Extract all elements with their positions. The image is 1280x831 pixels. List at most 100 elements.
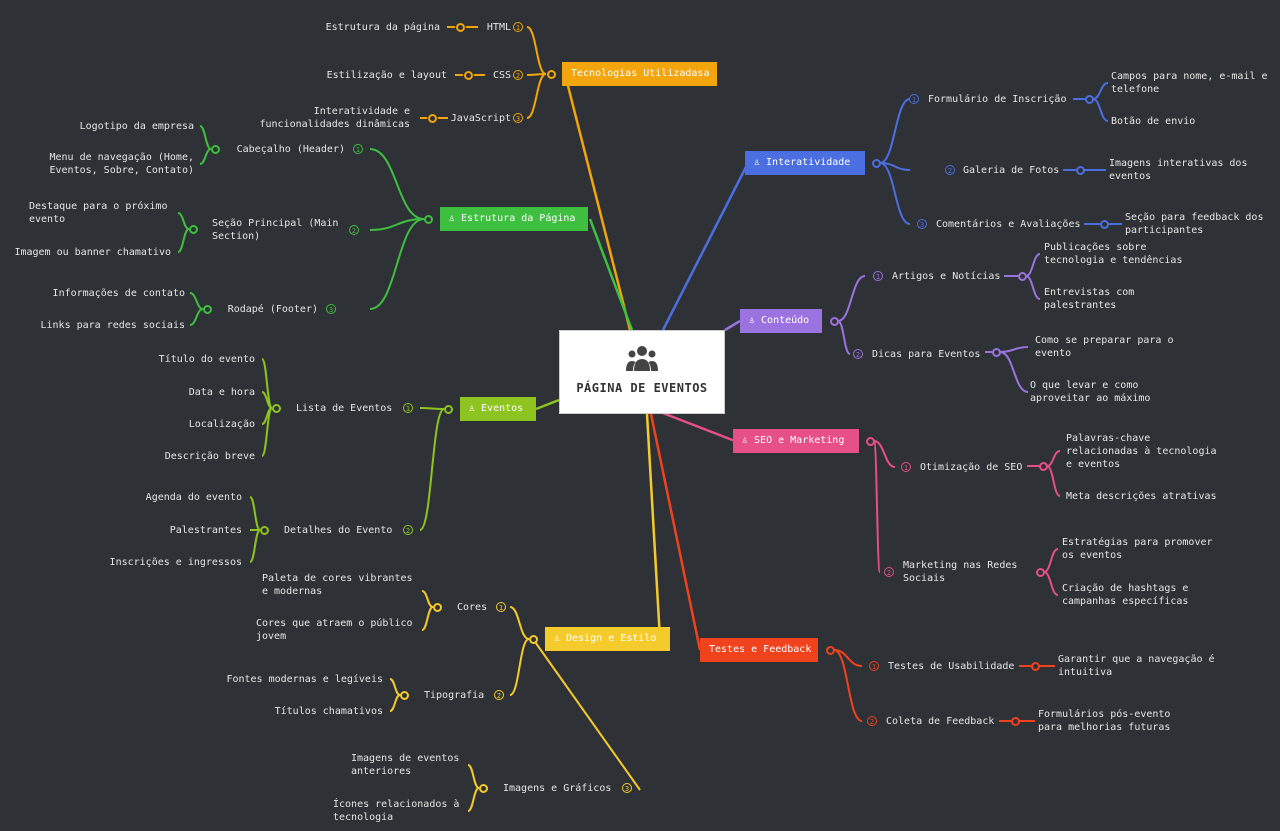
detail-item[interactable]: Palestrantes bbox=[169, 524, 242, 536]
collapse-toggle[interactable] bbox=[1099, 219, 1109, 229]
detail-item[interactable]: Imagens de eventos anteriores bbox=[351, 753, 460, 777]
collapse-toggle[interactable] bbox=[546, 69, 556, 79]
detail-item[interactable]: Logotipo da empresa bbox=[79, 120, 194, 132]
collapse-toggle[interactable] bbox=[423, 214, 433, 224]
collapse-toggle[interactable] bbox=[1038, 461, 1048, 471]
collapse-toggle[interactable] bbox=[432, 602, 442, 612]
collapse-toggle[interactable] bbox=[1084, 94, 1094, 104]
topic-item[interactable]: Cabeçalho (Header) bbox=[236, 143, 345, 155]
branch-seo[interactable]: ♙SEO e Marketing bbox=[733, 429, 859, 453]
branch-interatividade[interactable]: ♙Interatividade bbox=[745, 151, 865, 175]
collapse-toggle[interactable] bbox=[1030, 661, 1040, 671]
topic-item[interactable]: Coleta de Feedback bbox=[886, 715, 995, 727]
collapse-toggle[interactable] bbox=[1010, 716, 1020, 726]
order-badge: 3 bbox=[622, 783, 632, 793]
detail-item[interactable]: Informações de contato bbox=[52, 287, 185, 299]
collapse-toggle[interactable] bbox=[463, 70, 473, 80]
branch-eventos[interactable]: ♙Eventos bbox=[460, 397, 536, 421]
topic-item[interactable]: Formulário de Inscrição bbox=[928, 93, 1067, 105]
topic-item[interactable]: Tipografia bbox=[424, 689, 485, 701]
topic-item[interactable]: Seção Principal (Main Section) bbox=[212, 218, 339, 242]
detail-item[interactable]: Links para redes sociais bbox=[40, 319, 186, 331]
detail-item[interactable]: Publicações sobre tecnologia e tendência… bbox=[1044, 242, 1183, 266]
branch-conteudo[interactable]: ♙Conteúdo bbox=[740, 309, 822, 333]
collapse-toggle[interactable] bbox=[210, 144, 220, 154]
topic-item[interactable]: Comentários e Avaliações bbox=[936, 218, 1081, 230]
detail-item[interactable]: Garantir que a navegação é intuitiva bbox=[1058, 654, 1215, 678]
collapse-toggle[interactable] bbox=[443, 404, 453, 414]
detail-item[interactable]: Estrutura da página bbox=[325, 21, 440, 33]
collapse-toggle[interactable] bbox=[427, 113, 437, 123]
branch-estrutura[interactable]: ♙Estrutura da Página bbox=[440, 207, 588, 231]
topic-item[interactable]: Lista de Eventos bbox=[296, 402, 393, 414]
order-badge: 3 bbox=[513, 113, 523, 123]
detail-item[interactable]: Imagens interativas dos eventos bbox=[1109, 158, 1248, 182]
topic-item[interactable]: HTML bbox=[486, 21, 511, 33]
detail-item[interactable]: Palavras-chave relacionadas à tecnologia… bbox=[1066, 432, 1217, 470]
detail-item[interactable]: Como se preparar para o evento bbox=[1035, 335, 1174, 359]
topic-item[interactable]: Rodapé (Footer) bbox=[227, 303, 318, 315]
detail-item[interactable]: Fontes modernas e legíveis bbox=[226, 673, 383, 685]
detail-item[interactable]: Cores que atraem o público jovem bbox=[256, 618, 413, 642]
collapse-toggle[interactable] bbox=[188, 224, 198, 234]
topic-item[interactable]: Imagens e Gráficos bbox=[503, 782, 612, 794]
detail-item[interactable]: Destaque para o próximo evento bbox=[29, 201, 168, 225]
topic-item[interactable]: Artigos e Notícias bbox=[892, 270, 1001, 282]
connector-line bbox=[837, 275, 866, 322]
detail-item[interactable]: Inscrições e ingressos bbox=[109, 556, 242, 568]
branch-design[interactable]: ♙Design e Estilo bbox=[545, 627, 670, 651]
detail-item[interactable]: Meta descrições atrativas bbox=[1066, 490, 1217, 502]
detail-item[interactable]: Data e hora bbox=[188, 386, 255, 398]
detail-item[interactable]: Seção para feedback dos participantes bbox=[1125, 212, 1264, 236]
connector-line bbox=[249, 529, 261, 563]
topic-item[interactable]: Testes de Usabilidade bbox=[888, 660, 1015, 672]
detail-item[interactable]: Descrição breve bbox=[164, 450, 255, 462]
detail-item[interactable]: Títulos chamativos bbox=[274, 705, 383, 717]
collapse-toggle[interactable] bbox=[528, 634, 538, 644]
collapse-toggle[interactable] bbox=[271, 403, 281, 413]
topic-item[interactable]: Galeria de Fotos bbox=[963, 164, 1060, 176]
detail-item[interactable]: Menu de navegação (Home, Eventos, Sobre,… bbox=[49, 152, 195, 176]
collapse-toggle[interactable] bbox=[871, 158, 881, 168]
collapse-toggle[interactable] bbox=[1075, 165, 1085, 175]
branch-tech[interactable]: Tecnologias Utilizadasa bbox=[562, 62, 717, 86]
detail-item[interactable]: Imagem ou banner chamativo bbox=[14, 246, 171, 258]
collapse-toggle[interactable] bbox=[1035, 567, 1045, 577]
detail-item[interactable]: Criação de hashtags e campanhas específi… bbox=[1062, 583, 1189, 607]
detail-item[interactable]: Interatividade e funcionalidades dinâmic… bbox=[259, 106, 410, 130]
topic-item[interactable]: Dicas para Eventos bbox=[872, 348, 981, 360]
detail-item[interactable]: Campos para nome, e-mail e telefone bbox=[1111, 71, 1268, 95]
topic-item[interactable]: Otimização de SEO bbox=[920, 461, 1023, 473]
detail-item[interactable]: Localização bbox=[188, 418, 255, 430]
person-icon: ♙ bbox=[742, 435, 749, 446]
detail-item[interactable]: Ícones relacionados à tecnologia bbox=[333, 799, 460, 823]
topic-item[interactable]: Cores bbox=[457, 601, 488, 613]
detail-item[interactable]: Formulários pós-evento para melhorias fu… bbox=[1038, 709, 1171, 733]
branch-testes[interactable]: Testes e Feedback bbox=[700, 638, 818, 662]
detail-item[interactable]: Estilização e layout bbox=[326, 69, 447, 81]
detail-item[interactable]: Estratégias para promover os eventos bbox=[1062, 537, 1213, 561]
detail-item[interactable]: O que levar e como aproveitar ao máximo bbox=[1030, 380, 1151, 404]
collapse-toggle[interactable] bbox=[991, 347, 1001, 357]
collapse-toggle[interactable] bbox=[455, 22, 465, 32]
collapse-toggle[interactable] bbox=[259, 525, 269, 535]
topic-item[interactable]: CSS bbox=[492, 69, 511, 81]
central-topic[interactable]: PÁGINA DE EVENTOS bbox=[559, 330, 725, 414]
topic-item[interactable]: Marketing nas Redes Sociais bbox=[903, 560, 1018, 584]
collapse-toggle[interactable] bbox=[202, 304, 212, 314]
detail-item[interactable]: Paleta de cores vibrantes e modernas bbox=[262, 573, 413, 597]
detail-item[interactable]: Entrevistas com palestrantes bbox=[1044, 287, 1135, 311]
collapse-toggle[interactable] bbox=[478, 783, 488, 793]
collapse-toggle[interactable] bbox=[825, 645, 835, 655]
collapse-toggle[interactable] bbox=[829, 316, 839, 326]
collapse-toggle[interactable] bbox=[399, 690, 409, 700]
topic-item[interactable]: Detalhes do Evento bbox=[284, 524, 393, 536]
connector-line bbox=[509, 638, 530, 696]
collapse-toggle[interactable] bbox=[865, 436, 875, 446]
detail-item[interactable]: Agenda do evento bbox=[145, 491, 242, 503]
collapse-toggle[interactable] bbox=[1017, 271, 1027, 281]
topic-item[interactable]: JavaScript bbox=[450, 112, 511, 124]
detail-item[interactable]: Botão de envio bbox=[1111, 115, 1196, 127]
connector-line bbox=[369, 218, 425, 231]
detail-item[interactable]: Título do evento bbox=[158, 353, 255, 365]
